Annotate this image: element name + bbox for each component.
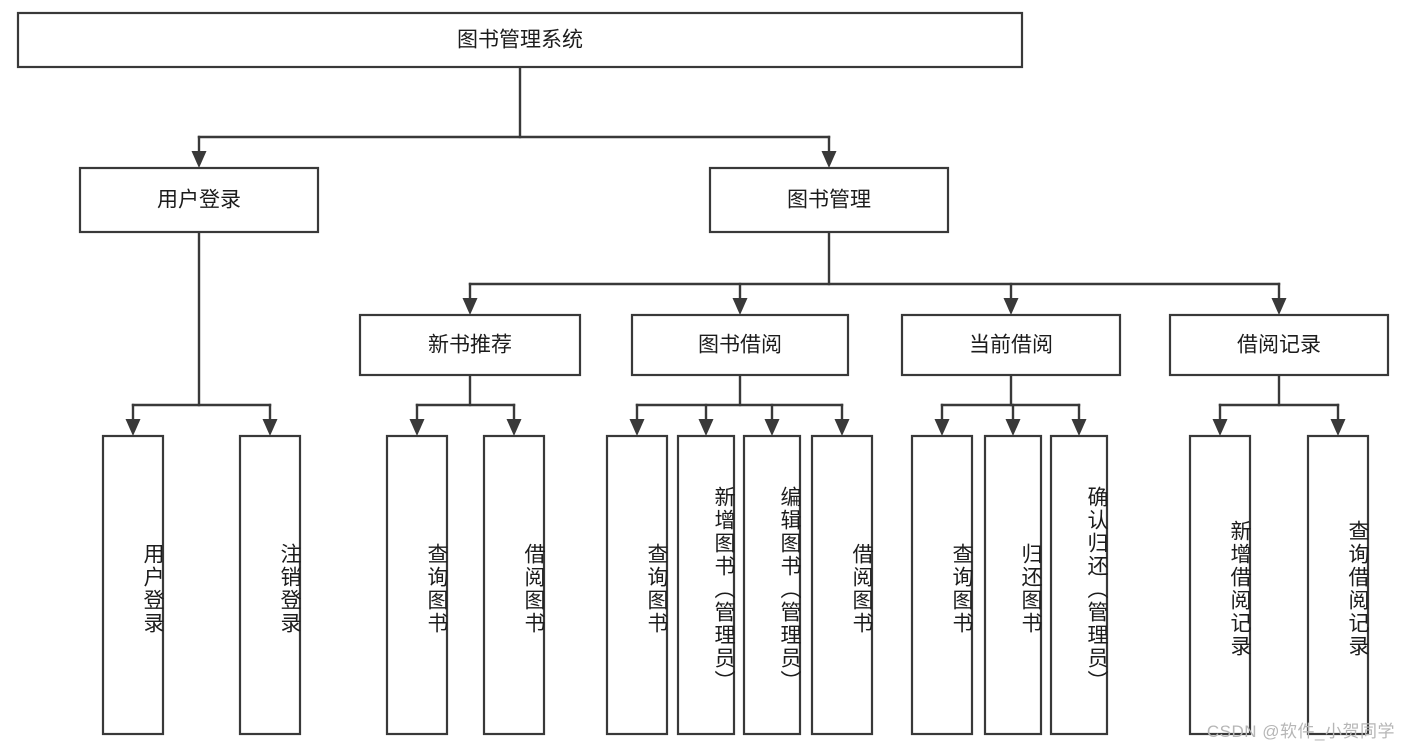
node-label: 当前借阅 [969,334,1053,357]
node-leaf-query-book-recommend[interactable] [385,434,449,736]
node-box[interactable] [900,313,1122,377]
node-leaf-edit-book[interactable] [742,434,802,736]
node-root[interactable]: 图书管理系统 [16,11,1024,69]
node-current-borrow[interactable]: 当前借阅 [900,313,1122,377]
node-new-book-recommend[interactable]: 新书推荐 [358,313,582,377]
node-leaf-add-borrow-record[interactable] [1188,434,1252,736]
node-leaf-logout[interactable] [238,434,302,736]
arrow-head-leaf-query-borrow-record [1330,419,1346,436]
node-label: 图书管理系统 [457,29,583,52]
node-box[interactable] [101,434,165,736]
node-box[interactable] [676,434,736,736]
node-box[interactable] [983,434,1043,736]
arrow-head-leaf-query-book-borrow [629,419,645,436]
node-leaf-borrow-book[interactable] [810,434,874,736]
arrow-head-leaf-user-login [125,419,141,436]
node-box[interactable] [16,11,1024,69]
arrow-head-current-borrow [1003,298,1019,315]
node-label: 借阅记录 [1237,334,1321,357]
node-user-login[interactable]: 用户登录 [78,166,320,234]
node-leaf-confirm-return[interactable] [1049,434,1109,736]
node-box[interactable] [238,434,302,736]
node-box[interactable] [742,434,802,736]
arrow-head-book-manage [821,151,837,168]
node-leaf-return-book[interactable] [983,434,1043,736]
node-label: 新书推荐 [428,334,512,357]
arrow-head-leaf-borrow-book [834,419,850,436]
node-box[interactable] [482,434,546,736]
arrow-head-leaf-logout [262,419,278,436]
node-label: 用户登录 [157,189,241,212]
node-leaf-user-login[interactable] [101,434,165,736]
node-box[interactable] [810,434,874,736]
node-leaf-add-book[interactable] [676,434,736,736]
node-label: 图书借阅 [698,334,782,357]
arrow-head-leaf-add-borrow-record [1212,419,1228,436]
node-box[interactable] [1306,434,1370,736]
node-box[interactable] [605,434,669,736]
node-box[interactable] [1188,434,1252,736]
node-box[interactable] [910,434,974,736]
node-box[interactable] [78,166,320,234]
arrow-head-leaf-return-book [1005,419,1021,436]
node-book-manage[interactable]: 图书管理 [708,166,950,234]
node-box[interactable] [385,434,449,736]
node-borrow-record[interactable]: 借阅记录 [1168,313,1390,377]
node-box[interactable] [1049,434,1109,736]
node-leaf-borrow-book-recommend[interactable] [482,434,546,736]
arrow-head-leaf-edit-book [764,419,780,436]
arrow-head-leaf-add-book [698,419,714,436]
node-box[interactable] [630,313,850,377]
node-leaf-query-book-current[interactable] [910,434,974,736]
arrow-head-leaf-query-book-recommend [409,419,425,436]
arrow-head-user-login [191,151,207,168]
watermark: CSDN @软件_小贺同学 [1206,722,1395,741]
arrow-head-book-borrow [732,298,748,315]
node-book-borrow[interactable]: 图书借阅 [630,313,850,377]
node-box[interactable] [358,313,582,377]
node-box[interactable] [708,166,950,234]
arrow-head-leaf-borrow-book-recommend [506,419,522,436]
arrow-head-leaf-query-book-current [934,419,950,436]
node-box[interactable] [1168,313,1390,377]
node-label: 图书管理 [787,189,871,212]
arrow-head-leaf-confirm-return [1071,419,1087,436]
node-leaf-query-borrow-record[interactable] [1306,434,1370,736]
arrow-head-borrow-record [1271,298,1287,315]
node-leaf-query-book-borrow[interactable] [605,434,669,736]
arrow-head-new-book-recommend [462,298,478,315]
edges-layer [125,65,1346,436]
